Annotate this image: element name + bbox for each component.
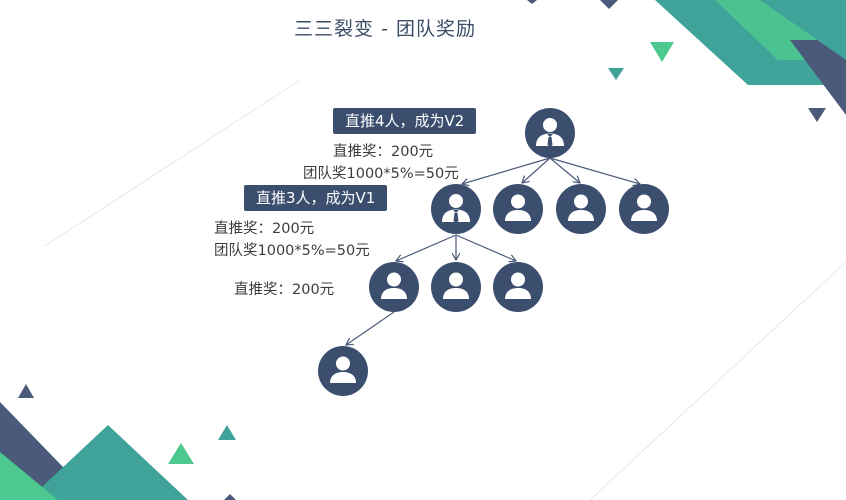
deco-triangle-bottom — [224, 494, 236, 500]
manager-person-icon — [442, 194, 470, 223]
badge-v1: 直推3人，成为V1 — [244, 185, 388, 211]
member-person-icon — [505, 194, 531, 221]
edge-v1-to-l2-3 — [455, 234, 516, 261]
node-l2-3 — [493, 262, 543, 312]
deco-triangle-teal-small — [218, 425, 236, 440]
member-person-icon — [330, 356, 356, 383]
edge-root-to-member-4 — [549, 157, 640, 184]
deco-triangle-top — [600, 0, 618, 9]
deco-teal-corner — [760, 0, 846, 60]
edge-root-to-member-3 — [549, 157, 580, 183]
deco-slate-band — [700, 40, 846, 115]
edge-v1-to-l2-1 — [396, 234, 457, 261]
deco-teal-mountain — [28, 425, 188, 500]
node-member-3 — [556, 184, 606, 234]
deco-green-corner — [0, 452, 58, 500]
deco-triangle-tiny — [527, 0, 537, 4]
deco-triangle-green-small — [168, 443, 194, 464]
note-l2-direct-reward: 直推奖：200元 — [234, 282, 335, 298]
edge-root-to-v1 — [462, 157, 551, 184]
badge-v2: 直推4人，成为V2 — [333, 108, 477, 134]
note-v1-direct-reward: 直推奖：200元 — [214, 221, 315, 237]
deco-triangle-green — [650, 42, 674, 62]
edge-root-to-member-2 — [522, 157, 551, 183]
node-l2-1 — [369, 262, 419, 312]
node-member-2 — [493, 184, 543, 234]
deco-line-left — [44, 79, 301, 247]
member-person-icon — [381, 272, 407, 299]
node-root-v2 — [525, 108, 575, 158]
member-person-icon — [631, 194, 657, 221]
note-v2-direct-reward: 直推奖：200元 — [333, 144, 434, 160]
member-person-icon — [505, 272, 531, 299]
node-l2-2 — [431, 262, 481, 312]
member-person-icon — [443, 272, 469, 299]
node-v1 — [431, 184, 481, 234]
member-person-icon — [568, 194, 594, 221]
note-v2-team-reward: 团队奖1000*5%=50元 — [303, 166, 459, 182]
edge-l2-to-l3 — [346, 311, 395, 345]
manager-person-icon — [536, 118, 564, 147]
note-v1-team-reward: 团队奖1000*5%=50元 — [214, 243, 370, 259]
page-title: 三三裂变 - 团队奖励 — [294, 18, 476, 40]
node-l3-1 — [318, 346, 368, 396]
deco-triangle-teal — [608, 68, 624, 80]
node-member-4 — [619, 184, 669, 234]
deco-triangle-slate-small — [18, 384, 34, 398]
deco-triangle-slate — [808, 108, 826, 122]
deco-line-right — [589, 261, 846, 500]
